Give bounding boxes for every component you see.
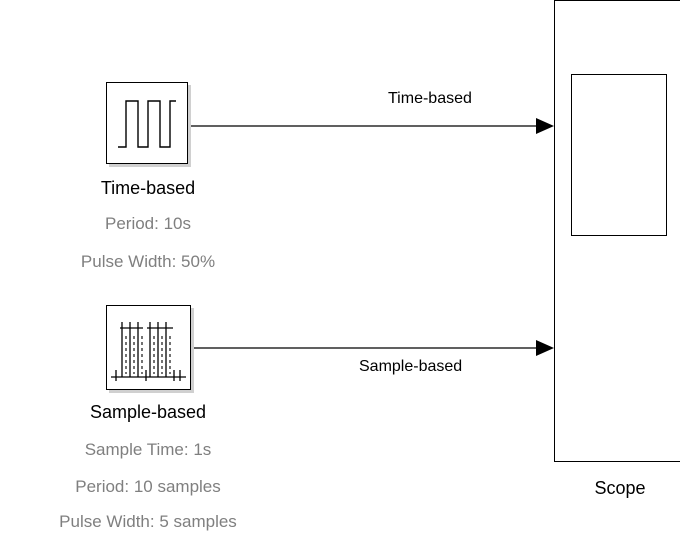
- time-based-signal-label: Time-based: [388, 90, 472, 107]
- sample-based-param-pulse-width: Pulse Width: 5 samples: [59, 512, 237, 531]
- sample-based-arrowhead: [536, 340, 554, 356]
- time-based-block-label: Time-based: [100, 178, 196, 198]
- sample-based-param-sample-time: Sample Time: 1s: [84, 440, 212, 459]
- time-based-arrowhead: [536, 118, 554, 134]
- sample-based-pulse-block[interactable]: [106, 305, 191, 390]
- time-based-param-period: Period: 10s: [105, 214, 191, 233]
- scope-block-label: Scope: [594, 478, 646, 498]
- discrete-pulse-icon: [111, 322, 186, 381]
- scope-screen: [571, 74, 667, 236]
- time-based-param-pulse-width: Pulse Width: 50%: [80, 252, 216, 271]
- sample-based-param-period: Period: 10 samples: [75, 477, 221, 496]
- sample-based-signal-label: Sample-based: [359, 358, 463, 375]
- scope-block[interactable]: [554, 0, 680, 462]
- time-based-pulse-block[interactable]: [106, 82, 188, 164]
- sample-based-block-label: Sample-based: [89, 402, 207, 422]
- pulse-wave-icon: [118, 100, 176, 148]
